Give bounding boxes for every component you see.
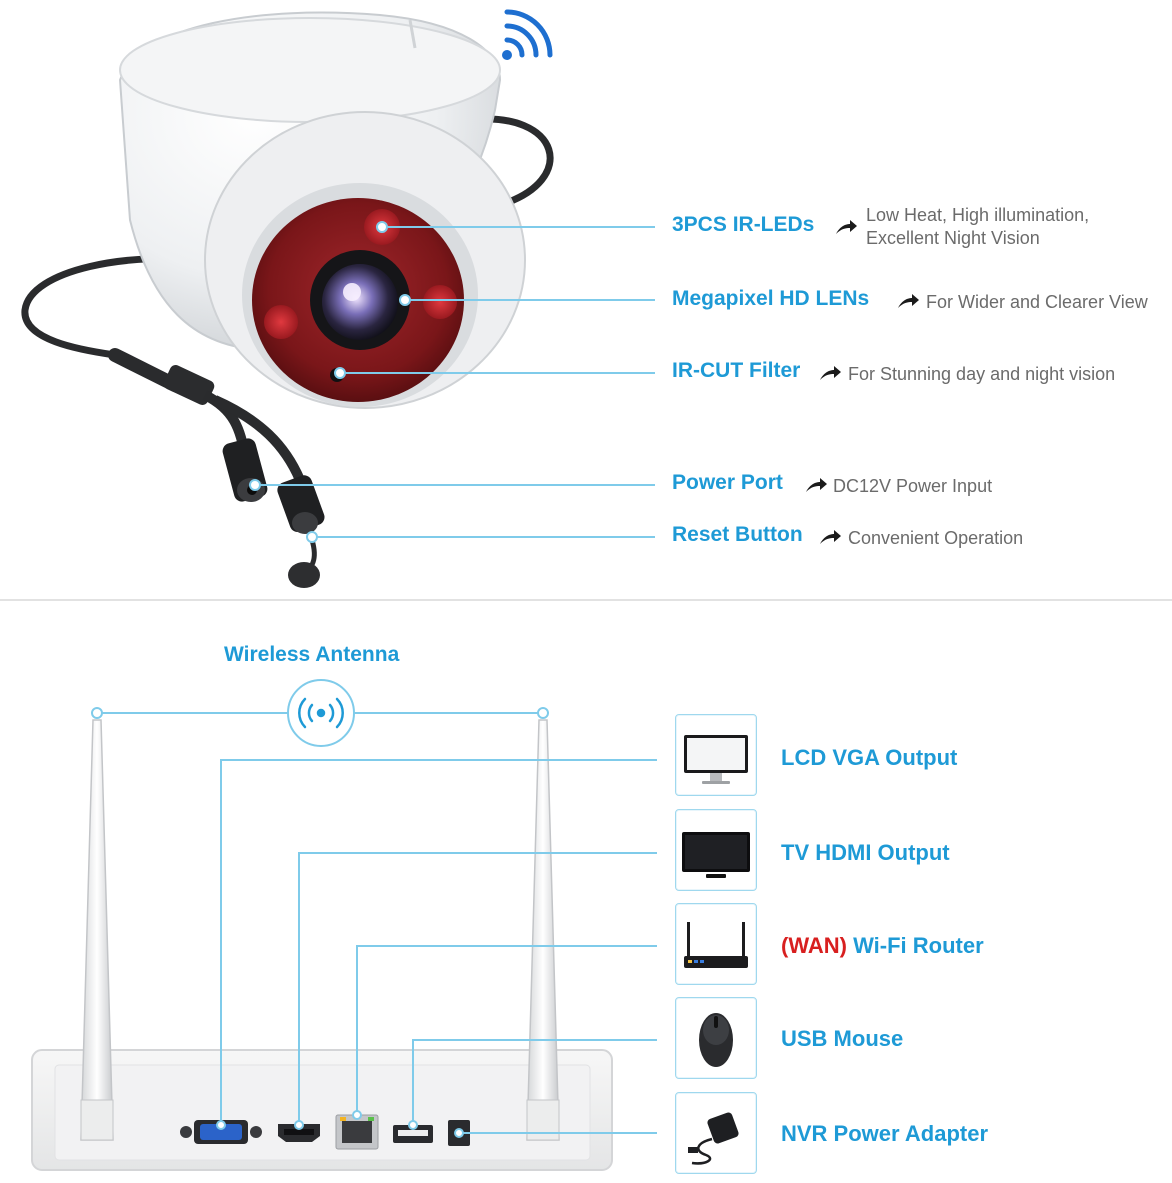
wifi-router-text: Wi-Fi Router <box>846 933 984 958</box>
ethernet-port <box>335 1114 379 1150</box>
router-icon <box>684 922 748 968</box>
ir-cut-desc: For Stunning day and night vision <box>848 364 1116 384</box>
camera-leader-lines <box>255 226 655 538</box>
tv-icon-box <box>675 809 757 891</box>
power-adapter-label: NVR Power Adapter <box>781 1121 989 1146</box>
hdmi-output-label: TV HDMI Output <box>781 840 950 865</box>
usb-mouse-label: USB Mouse <box>781 1026 904 1051</box>
arrow-icon <box>836 220 857 234</box>
monitor-icon-box <box>675 714 757 796</box>
tv-icon <box>682 832 750 878</box>
wifi-icon <box>502 9 553 60</box>
power-adapter-icon-box <box>675 1092 757 1174</box>
power-port-label: Power Port <box>672 471 783 494</box>
vga-port <box>180 1120 262 1144</box>
vga-output-label: LCD VGA Output <box>781 745 958 770</box>
ir-cut-label: IR-CUT Filter <box>672 359 801 382</box>
antenna-leader <box>91 679 549 747</box>
hd-lens-desc: For Wider and Clearer View <box>926 292 1148 312</box>
wireless-antenna-label: Wireless Antenna <box>224 643 400 666</box>
router-icon-box <box>675 903 757 985</box>
ir-leds-desc-line2: Excellent Night Vision <box>866 228 1040 248</box>
arrow-icon <box>820 366 841 380</box>
wireless-signal-icon <box>298 697 344 729</box>
ir-leds-desc-line1: Low Heat, High illumination, <box>866 205 1090 225</box>
nvr-leader-lines <box>220 759 657 1134</box>
power-adapter-icon <box>688 1112 739 1165</box>
hdmi-port <box>278 1124 320 1142</box>
monitor-icon <box>684 735 748 784</box>
mouse-icon <box>699 1013 733 1067</box>
reset-button-desc: Convenient Operation <box>848 528 1024 548</box>
arrow-icon <box>898 294 919 308</box>
reset-button-label: Reset Button <box>672 523 803 546</box>
wifi-router-label: (WAN) Wi-Fi Router <box>781 933 984 959</box>
arrow-icon <box>806 478 827 492</box>
wan-tag: (WAN) <box>781 933 847 958</box>
hd-lens-label: Megapixel HD LENs <box>672 287 870 310</box>
arrow-icon <box>820 530 841 544</box>
ir-leds-label: 3PCS IR-LEDs <box>672 213 815 236</box>
usb-port <box>393 1125 433 1143</box>
dome-camera <box>21 9 554 588</box>
mouse-icon-box <box>675 997 757 1079</box>
power-port-desc: DC12V Power Input <box>833 476 993 496</box>
